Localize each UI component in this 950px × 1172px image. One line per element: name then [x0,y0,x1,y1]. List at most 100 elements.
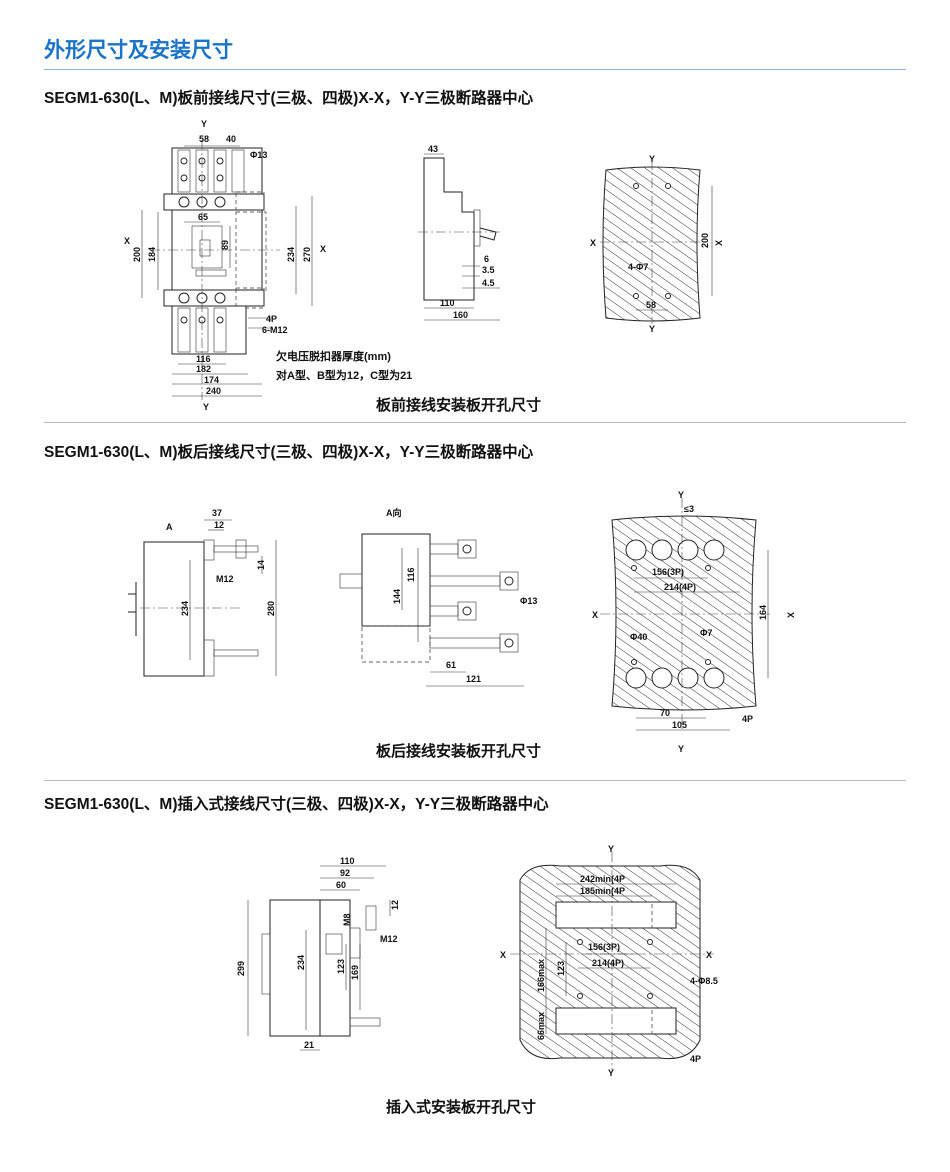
front-label-4p: 4P [266,314,277,324]
front-label-65: 65 [198,212,208,222]
plug-side-label-21: 21 [304,1040,314,1050]
plug-panel-label-x-right: X [706,950,712,960]
front-label-184: 184 [147,247,157,262]
plug-side-label-m8: M8 [342,913,352,926]
plug-panel-label-242min: 242min(4P [580,874,625,884]
front-label-174: 174 [204,375,219,385]
front-label-phi13: Φ13 [250,150,267,160]
plug-panel-label-y-bottom: Y [608,1068,614,1078]
uvr-note-line-1: 欠电压脱扣器厚度(mm) [276,351,391,363]
title-rule [44,69,906,70]
divider-1 [44,422,906,423]
rear-panel-label-214-4p: 214(4P) [664,582,696,592]
view-a-title: A向 [386,507,402,518]
rear-side-view-drawing: 37 12 A M12 14 234 280 [128,508,277,677]
plug-side-label-110: 110 [340,856,355,866]
caption-plug-in: 插入式安装板开孔尺寸 [386,1099,537,1116]
panel-label-58: 58 [646,300,656,310]
front-label-200: 200 [132,247,142,262]
plug-panel-label-166max: 166max [536,959,546,992]
rear-panel-label-phi40: Φ40 [630,632,647,642]
plug-panel-label-4-phi8-5: 4-Φ8.5 [690,976,718,986]
plug-in-side-view-drawing: 110 92 60 12 M8 M12 299 234 123 169 21 [236,856,400,1051]
view-a-label-phi13: Φ13 [520,596,537,606]
side-label-160: 160 [453,310,468,320]
panel-label-4-phi7: 4-Φ7 [628,262,648,272]
plug-panel-label-y-top: Y [608,844,614,854]
rear-label-37: 37 [212,508,222,518]
rear-panel-label-x-left: X [592,610,598,620]
rear-label-14: 14 [256,560,266,570]
front-label-40: 40 [226,134,236,144]
front-label-y-top: Y [201,119,207,129]
front-label-6-m12: 6-M12 [262,325,288,335]
front-label-270: 270 [302,247,312,262]
rear-panel-label-y-bottom: Y [678,744,684,754]
plug-panel-label-123: 123 [556,961,566,976]
rear-panel-cutout-drawing: Y ≤3 156(3P) 214(4P) X X 164 Φ40 Φ7 70 1… [592,490,796,754]
rear-panel-label-phi7: Φ7 [700,628,712,638]
caption-front-wiring: 板前接线安装板开孔尺寸 [376,397,542,414]
side-label-3-5: 3.5 [482,265,495,275]
view-a-label-144: 144 [392,589,402,604]
side-view-drawing: 43 6 3.5 4.5 110 160 [418,144,500,321]
rear-panel-label-4p: 4P [742,714,753,724]
rear-panel-label-x-right: X [786,612,796,618]
front-label-x-right: X [320,244,326,254]
plug-side-label-299: 299 [236,961,246,976]
side-label-6: 6 [484,254,489,264]
panel-label-200: 200 [700,233,710,248]
rear-panel-label-le3: ≤3 [684,504,694,514]
rear-label-a: A [166,522,173,532]
plug-in-panel-cutout-drawing: Y 242min(4P 185min(4P X X 156(3P) 214(4P… [500,844,718,1078]
front-wiring-drawings: Y 58 40 Φ13 65 89 X 200 184 234 270 X 4P… [124,119,724,412]
plug-panel-label-185min: 185min(4P [580,886,625,896]
uvr-note-line-2: 对A型、B型为12，C型为21 [276,370,413,382]
front-label-182: 182 [196,364,211,374]
front-label-y-bottom: Y [203,402,209,412]
plug-side-label-12: 12 [390,900,400,910]
panel-cutout-drawing: Y X X 200 4-Φ7 58 Y [590,154,724,334]
side-label-110: 110 [440,298,455,308]
rear-label-m12: M12 [216,574,234,584]
rear-panel-label-y-top: Y [678,490,684,500]
plug-side-label-234: 234 [296,955,306,970]
plug-side-label-92: 92 [340,868,350,878]
view-a-label-61: 61 [446,660,456,670]
rear-panel-label-156-3p: 156(3P) [652,567,684,577]
front-label-240: 240 [206,386,221,396]
front-label-89: 89 [220,240,230,250]
view-a-label-121: 121 [466,674,481,684]
plug-panel-label-156-3p: 156(3P) [588,942,620,952]
plug-side-label-123: 123 [336,959,346,974]
side-label-4-5: 4.5 [482,278,495,288]
rear-label-12: 12 [214,520,224,530]
plug-side-label-m12: M12 [380,934,398,944]
section-heading-plug-in-wiring: SEGM1-630(L、M)插入式接线尺寸(三极、四极)X-X，Y-Y三极断路器… [44,796,549,813]
side-label-43: 43 [428,144,438,154]
rear-label-234: 234 [180,601,190,616]
section-heading-rear-wiring: SEGM1-630(L、M)板后接线尺寸(三极、四极)X-X，Y-Y三极断路器中… [44,444,534,461]
rear-panel-label-164: 164 [758,605,768,620]
plug-panel-label-x-left: X [500,950,506,960]
panel-label-y-bottom: Y [649,324,655,334]
panel-label-y-top: Y [649,154,655,164]
panel-label-x-left: X [590,238,596,248]
panel-label-x-right: X [714,240,724,246]
section-heading-front-wiring: SEGM1-630(L、M)板前接线尺寸(三极、四极)X-X，Y-Y三极断路器中… [44,90,534,107]
plug-side-label-60: 60 [336,880,346,890]
divider-2 [44,780,906,781]
plug-panel-label-66max: 66max [536,1012,546,1040]
plug-panel-label-4p: 4P [690,1054,701,1064]
rear-wiring-drawings: 37 12 A M12 14 234 280 A向 116 144 Φ13 61… [128,490,796,754]
plug-in-drawings: 110 92 60 12 M8 M12 299 234 123 169 21 [236,844,718,1078]
front-label-58: 58 [199,134,209,144]
rear-label-280: 280 [266,601,276,616]
plug-side-label-169: 169 [350,965,360,980]
view-a-label-116: 116 [406,567,416,582]
rear-panel-label-105: 105 [672,720,687,730]
front-label-116: 116 [196,354,211,364]
plug-panel-label-214-4p: 214(4P) [592,958,624,968]
view-a-drawing: A向 116 144 Φ13 61 121 [339,507,537,687]
front-view-drawing: Y 58 40 Φ13 65 89 X 200 184 234 270 X 4P… [124,119,326,412]
